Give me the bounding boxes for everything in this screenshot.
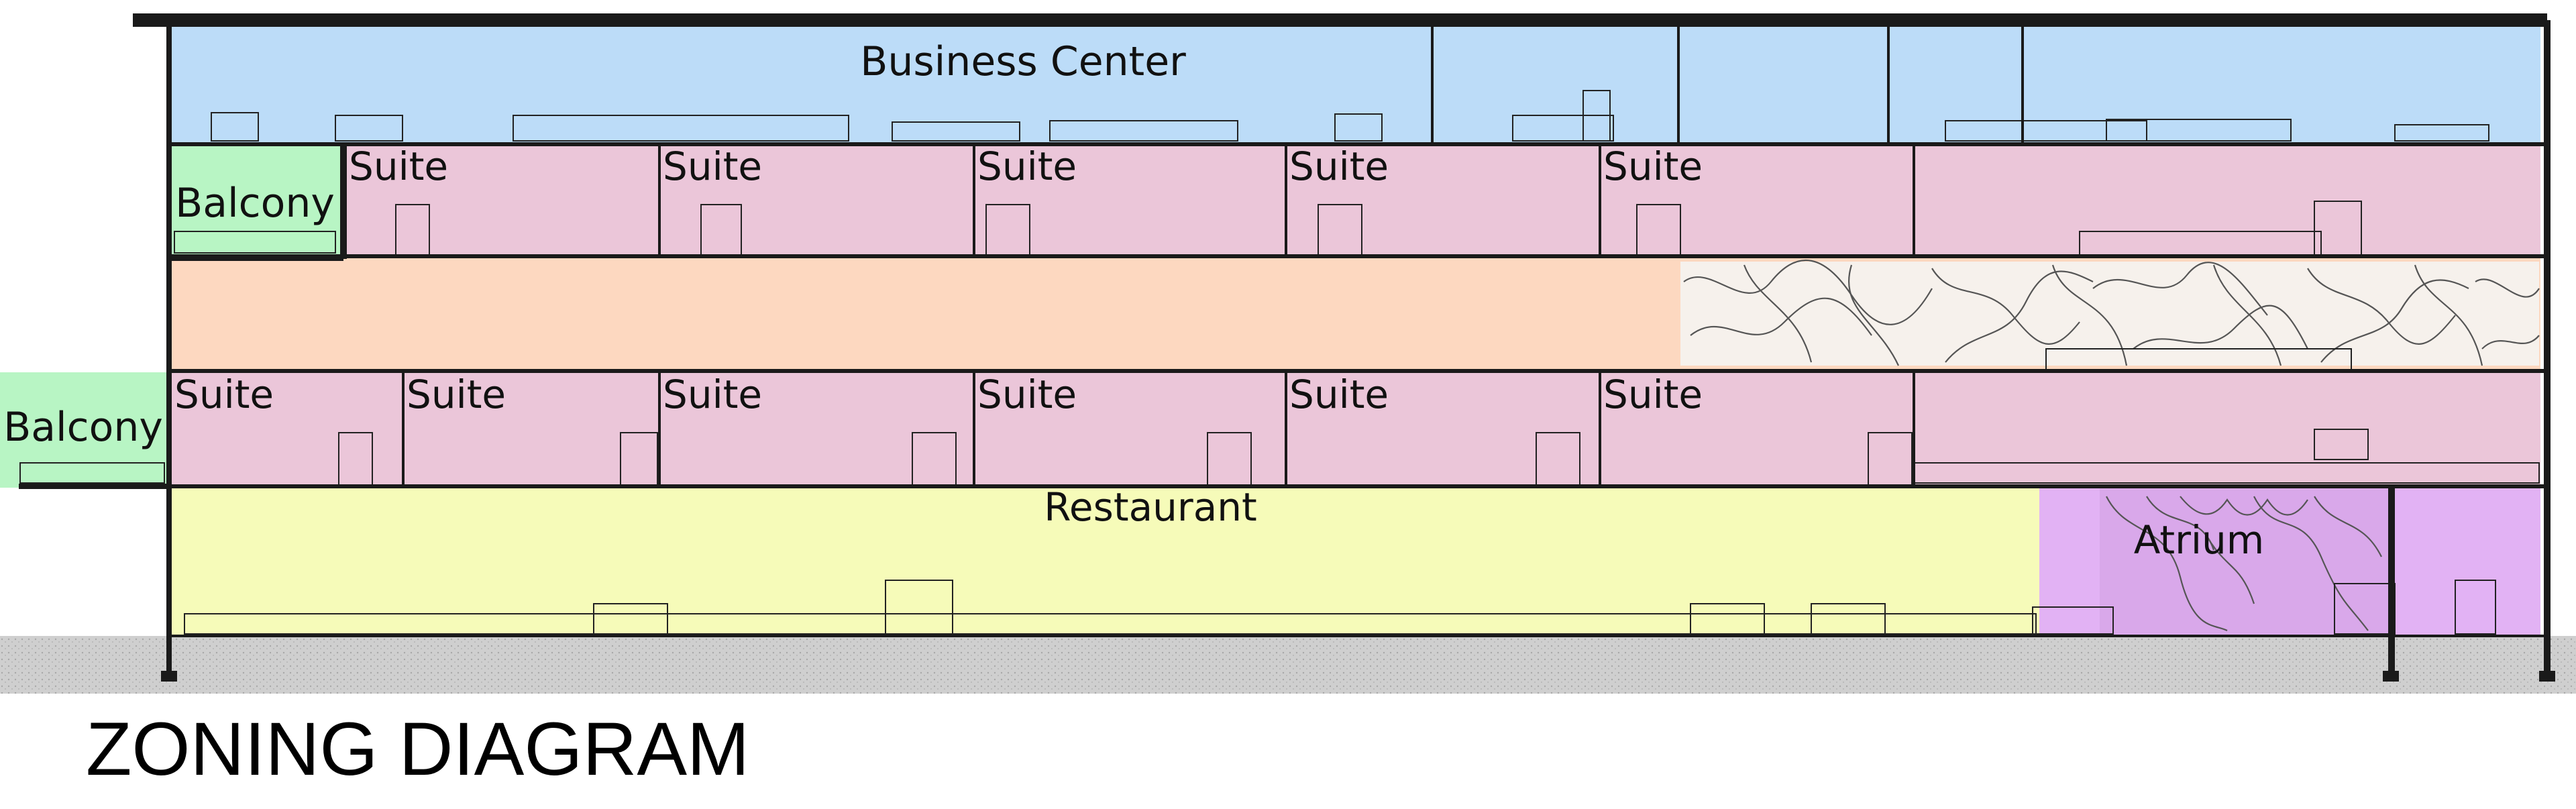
page-title: ZONING DIAGRAM <box>86 707 749 791</box>
restaurant-furniture <box>184 580 2496 635</box>
corridor-wave-pattern <box>1680 259 2540 366</box>
business-center-zone <box>169 27 2540 143</box>
suite-label: Suite <box>1289 144 1389 189</box>
suite-label: Suite <box>663 372 762 417</box>
suite-label: Suite <box>1603 372 1703 417</box>
restaurant-zone <box>169 488 2039 636</box>
atrium-label: Atrium <box>2134 517 2265 563</box>
structural-lines <box>19 13 2555 682</box>
business-center-label: Business Center <box>860 38 1186 85</box>
business-center-furniture <box>211 90 2489 142</box>
suite-label: Suite <box>174 372 274 417</box>
suite-zone-lower <box>169 372 2540 485</box>
lower-suite-furniture <box>19 348 2540 486</box>
suite-zone-upper <box>342 146 2540 255</box>
suite-label: Suite <box>977 372 1077 417</box>
balcony-upper-zone <box>169 146 342 255</box>
suite-label: Suite <box>663 144 762 189</box>
balcony-upper-label: Balcony <box>175 180 335 227</box>
suite-label: Suite <box>349 144 448 189</box>
suite-label: Suite <box>407 372 506 417</box>
balcony-lower-label: Balcony <box>3 404 163 451</box>
suite-label: Suite <box>1603 144 1703 189</box>
ground-strip <box>0 636 2576 694</box>
restaurant-label: Restaurant <box>1044 484 1257 530</box>
suite-label: Suite <box>977 144 1077 189</box>
suite-label: Suite <box>1289 372 1389 417</box>
atrium-wave-pattern <box>2100 488 2388 634</box>
balcony-lower-zone <box>0 372 169 488</box>
